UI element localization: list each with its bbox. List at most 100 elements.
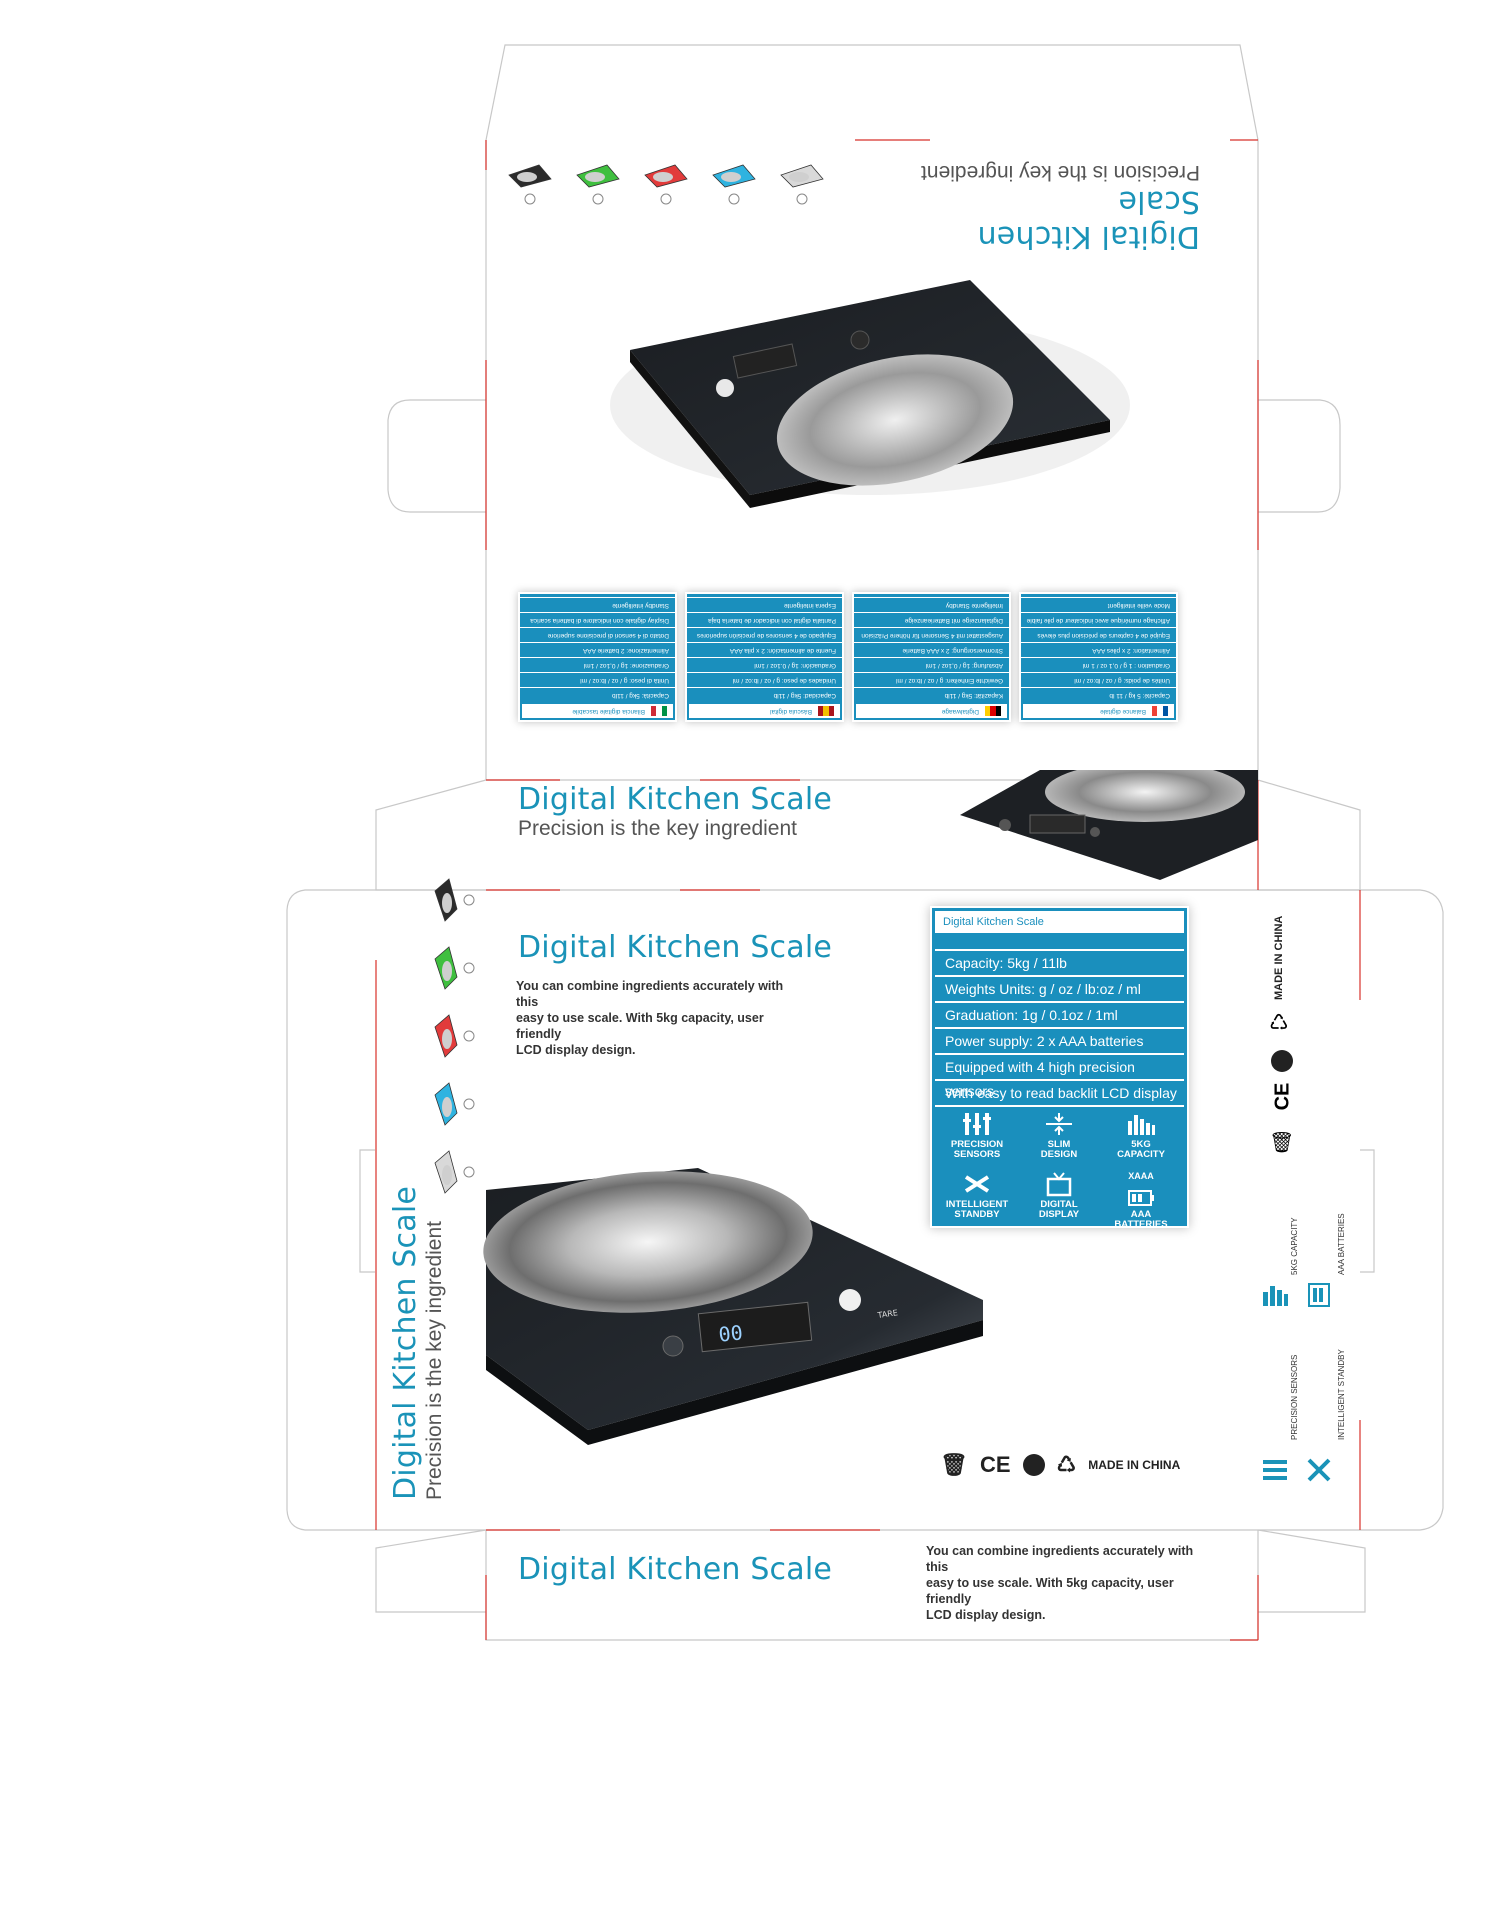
language-panel-header: Báscula digital — [689, 704, 840, 718]
bottom-description: You can combine ingredients accurately w… — [926, 1543, 1216, 1623]
flag-icon — [818, 706, 834, 716]
slim-icon — [1019, 1111, 1099, 1140]
language-panel-row: Graduation : 1 g / 0,1 oz / 1 ml — [1021, 657, 1176, 672]
feature-label-2: SENSORS — [953, 1149, 1001, 1160]
language-panel-row: Graduación: 1g / 0.1oz / 1ml — [687, 657, 842, 672]
top-scale-image — [610, 280, 1130, 508]
strip-title-block: Digital Kitchen Scale Precision is the k… — [518, 782, 832, 841]
language-panel-row: Graduazione: 1g / 0,1oz / 1ml — [520, 657, 675, 672]
description-line: easy to use scale. With 5kg capacity, us… — [516, 1011, 764, 1041]
feature-label-1: DIGITAL — [1040, 1199, 1078, 1210]
language-panel-row: Gewichte Einheiten: g / oz / lb:oz / ml — [854, 672, 1009, 687]
language-panel-row: Stromversorgung: 2 x AAA Batterie — [854, 642, 1009, 657]
color-variant-thumb — [425, 1079, 475, 1139]
right-side-panel: MADE IN CHINA ♺ CE 🗑 5KG CAPACITY AAA BA… — [1255, 900, 1346, 1520]
color-variant-thumb — [425, 1011, 475, 1071]
feature-label-2: DISPLAY — [1038, 1209, 1080, 1220]
color-variant-thumb — [505, 150, 555, 205]
svg-text:00: 00 — [717, 1320, 743, 1346]
feature-label-1: SLIM — [1047, 1139, 1071, 1150]
side-ce-icon: CE — [1271, 1082, 1294, 1111]
description-line: LCD display design. — [516, 1043, 636, 1057]
top-tagline: Precision is the key ingredient — [921, 161, 1200, 184]
side-tagline: Precision is the key ingredient — [423, 1221, 446, 1500]
top-title: Digital Kitchen Scale — [977, 184, 1200, 254]
description-line: You can combine ingredients accurately w… — [926, 1544, 1194, 1574]
color-variant-thumb — [709, 150, 759, 205]
side-label-battery: AAA BATTERIES — [1337, 1213, 1346, 1275]
feature-label-2: CAPACITY — [1117, 1149, 1165, 1160]
side-green-dot-icon — [1271, 1050, 1293, 1072]
side-sensors-icon — [1261, 1456, 1289, 1484]
spec-panel: Digital Kitchen Scale Capacity: 5kg / 11… — [930, 906, 1189, 1230]
feature-label-1: INTELLIGENT — [945, 1199, 1009, 1210]
language-panel-row: Unités de poids: g / oz / lb:oz / ml — [1021, 672, 1176, 687]
color-variant-thumb — [425, 943, 475, 1003]
strip-tagline: Precision is the key ingredient — [518, 817, 797, 840]
side-label-sensors: PRECISION SENSORS — [1290, 1354, 1299, 1440]
battery-icon — [1101, 1181, 1181, 1210]
side-battery-icon — [1305, 1280, 1333, 1308]
language-panel-row: Unidades de peso: g / oz / lb:oz / ml — [687, 672, 842, 687]
language-panel-row: Espera inteligente — [687, 597, 842, 612]
language-panel-row: Dotato di 4 sensori di precisione superi… — [520, 627, 675, 642]
language-panel-row: Kapazität: 5kg / 11lb — [854, 687, 1009, 702]
language-panel-row: Unità di peso: g / oz / lb:oz / ml — [520, 672, 675, 687]
spec-row: With easy to read backlit LCD display — [935, 1081, 1184, 1107]
color-variant-thumb — [425, 875, 475, 935]
recycle-icon: ♺ — [1056, 1452, 1077, 1477]
strip-scale-image — [960, 770, 1258, 880]
language-panel-header: Bilancia digitale tascabile — [522, 704, 673, 718]
language-panel-row: Equipado de 4 sensores de precisión supe… — [687, 627, 842, 642]
spec-row: Capacity: 5kg / 11lb — [935, 951, 1184, 977]
capacity-icon — [1101, 1111, 1181, 1140]
color-variant-thumb — [573, 150, 623, 205]
feature-label-1: 5KG — [1131, 1139, 1151, 1150]
color-variant-thumb — [777, 150, 827, 205]
top-color-variants — [505, 150, 835, 205]
language-panel-row: Abstufung: 1g / 0,1oz / 1ml — [854, 657, 1009, 672]
language-panel-row: Mode veille intelligent — [1021, 597, 1176, 612]
language-panel-row: Capacidad: 5kg / 11lb — [687, 687, 842, 702]
spec-row: Weights Units: g / oz / lb:oz / ml — [935, 977, 1184, 1003]
language-panel-row: Fuente de alimentación: 2 x pila AAA — [687, 642, 842, 657]
spec-row: Graduation: 1g / 0.1oz / 1ml — [935, 1003, 1184, 1029]
feature-label-1: AAA — [1130, 1209, 1152, 1220]
side-label-standby: INTELLIGENT STANDBY — [1337, 1349, 1346, 1440]
description-line: You can combine ingredients accurately w… — [516, 979, 784, 1009]
side-recycle-icon: ♺ — [1269, 1010, 1289, 1035]
top-title-block: Digital Kitchen Scale Precision is the k… — [900, 160, 1200, 254]
language-panel-row: Pantalla digital con indicador de baterí… — [687, 612, 842, 627]
front-scale-image: 00 TARE — [483, 1168, 983, 1445]
spec-panel-header: Digital Kitchen Scale — [935, 911, 1184, 933]
standby-icon — [937, 1171, 1017, 1200]
side-standby-icon — [1305, 1456, 1333, 1484]
description-line: LCD display design. — [926, 1608, 1046, 1622]
side-made-in-china: MADE IN CHINA — [1273, 915, 1285, 1000]
svg-text:TARE: TARE — [876, 1308, 898, 1320]
language-panel-row: Equipé de 4 capteurs de précision plus é… — [1021, 627, 1176, 642]
language-panel-row: Standby intelligente — [520, 597, 675, 612]
feature-label-1: PRECISION — [950, 1139, 1004, 1150]
display-icon — [1019, 1171, 1099, 1200]
side-color-variants — [420, 878, 480, 1210]
front-title: Digital Kitchen Scale — [518, 930, 832, 965]
flag-icon — [1152, 706, 1168, 716]
language-panel-row: Alimentazione: 2 batterie AAA — [520, 642, 675, 657]
sensors-icon — [937, 1111, 1017, 1140]
language-panel-row: Capacité: 5 kg / 11 lb — [1021, 687, 1176, 702]
language-panel-header: Digitalwaage — [856, 704, 1007, 718]
language-panel-row: Display digitale con indicatore di batte… — [520, 612, 675, 627]
made-in-china-label: MADE IN CHINA — [1088, 1458, 1181, 1472]
